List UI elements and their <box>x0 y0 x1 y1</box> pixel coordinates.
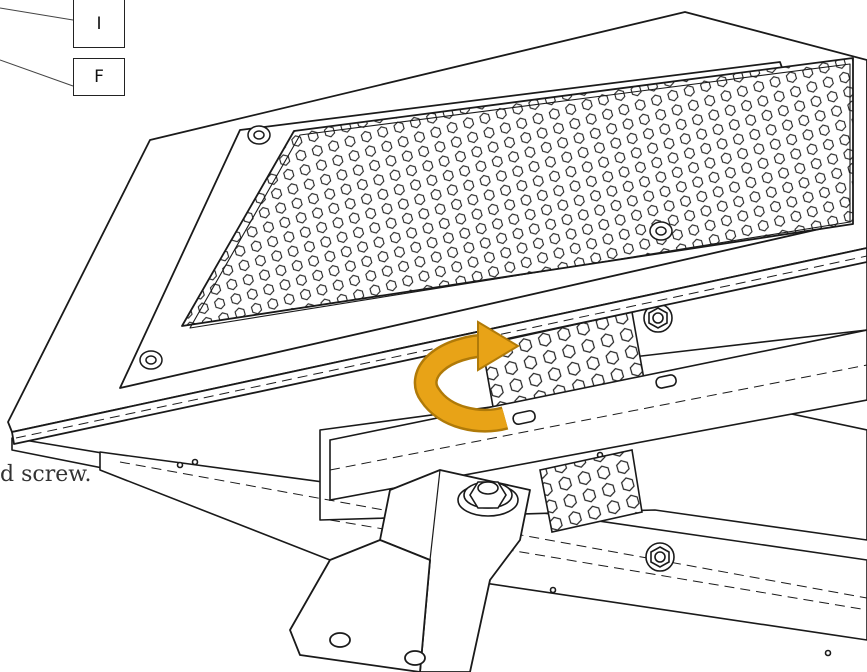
middle-rail <box>329 329 867 501</box>
leader-lines <box>0 7 74 87</box>
caption-text: d screw. <box>0 462 92 487</box>
rotation-arrow-icon <box>413 320 520 433</box>
foot-bracket <box>289 469 531 672</box>
callout-label-i: I <box>73 0 125 48</box>
callout-label-f: F <box>73 58 125 96</box>
cover-screw <box>139 125 673 370</box>
bolt <box>457 481 519 517</box>
rear-perforated-panel <box>481 311 646 533</box>
hex-nut <box>643 303 675 572</box>
